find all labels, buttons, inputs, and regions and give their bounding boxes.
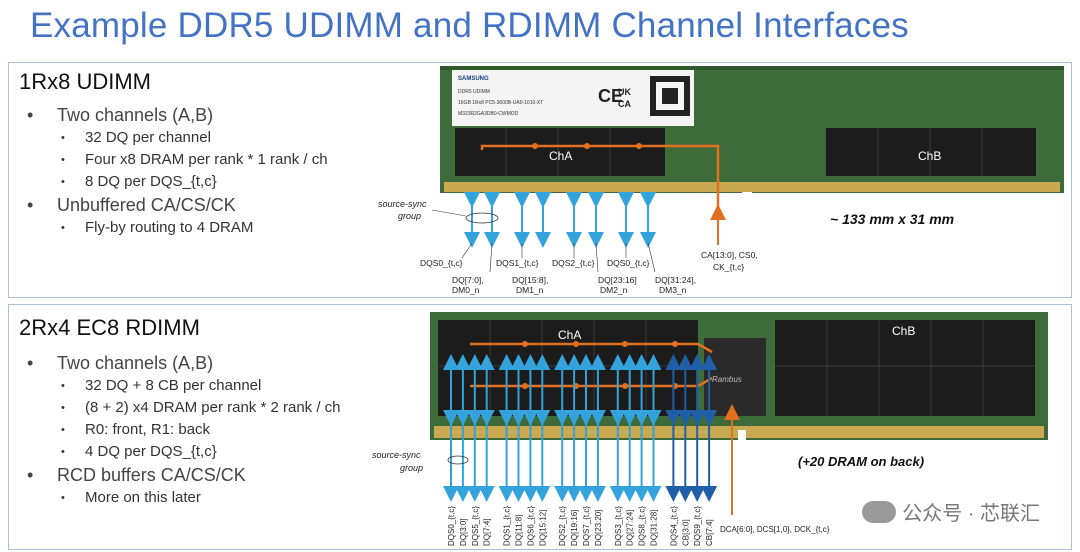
rdimm-cha-label: ChA (558, 328, 581, 342)
rcd-label: Rambus (712, 375, 742, 384)
sticker-line2: 16GB 1Rx8 PC5-3600B-UA0-1010-XT (458, 100, 543, 106)
rdimm-pin-label: DQS0_{t,c} (447, 506, 456, 546)
watermark-text: 公众号 · 芯联汇 (902, 503, 1040, 525)
page-title: Example DDR5 UDIMM and RDIMM Channel Int… (30, 6, 909, 45)
rdimm-sub-1-2: (8 + 2) x4 DRAM per rank * 2 rank / ch (27, 397, 341, 419)
udimm-signal-dq2: DQ[23:16] (598, 275, 637, 285)
rdimm-pin-label: DQS8_{t,c} (638, 506, 647, 546)
udimm-signal-labels: DQS0_{t,c} DQ[7:0], DM0_n DQS1_{t,c} DQ[… (420, 242, 758, 295)
rdimm-pin-label: DQS2_{t,c} (558, 506, 567, 546)
rdimm-pin-label: DQS4_{t,c} (669, 506, 678, 546)
udimm-chb-dram (826, 128, 1036, 176)
udimm-signal-dm3: DM3_n (659, 285, 687, 295)
rdimm-dca-label: DCA[6:0], DCS[1,0}, DCK_{t,c} (720, 525, 830, 534)
rdimm-sub-1-4: 4 DQ per DQS_{t,c} (27, 441, 341, 463)
svg-text:CA: CA (618, 99, 631, 109)
rdimm-sub-1-1: 32 DQ + 8 CB per channel (27, 375, 341, 397)
rdimm-pin-label: DQS9_{t,c} (693, 506, 702, 546)
sticker-line1: DDR5 UDIMM (458, 89, 490, 95)
udimm-source-sync-label-2: group (398, 211, 421, 221)
rdimm-pin-label: CB[7:4] (705, 519, 714, 546)
watermark: 公众号 · 芯联汇 (862, 497, 1040, 526)
rdimm-pin-label: DQ[19:16] (570, 510, 579, 546)
udimm-signal-dm0: DM0_n (452, 285, 480, 295)
rdimm-pin-label: DQ[3:0] (459, 518, 468, 546)
udimm-signal-dm1: DM1_n (516, 285, 544, 295)
udimm-signal-dqs0: DQS0_{t,c} (420, 258, 463, 268)
udimm-bullets: Two channels (A,B) 32 DQ per channel Fou… (27, 103, 328, 239)
udimm-signal-dm2: DM2_n (600, 285, 628, 295)
rdimm-pin-label: DQ[23:20] (594, 510, 603, 546)
udimm-cha-label: ChA (549, 149, 572, 163)
udimm-chb-label: ChB (918, 149, 941, 163)
udimm-module: SAMSUNG DDR5 UDIMM 16GB 1Rx8 PC5-3600B-U… (440, 66, 1064, 245)
rdimm-pin-label: DQS1_{t,c} (503, 506, 512, 546)
udimm-ca-route (480, 144, 720, 213)
rdimm-pin-label: DQ[27:24] (626, 510, 635, 546)
udimm-source-sync-label-1: source-sync (378, 199, 427, 209)
udimm-signal-dqs1: DQS1_{t,c} (496, 258, 539, 268)
udimm-source-sync-ellipse (465, 212, 499, 224)
udimm-sub-1-2: Four x8 DRAM per rank * 1 rank / ch (27, 149, 328, 171)
rdimm-pin-label: DQS5_{t,c} (471, 506, 480, 546)
udimm-signal-dq0: DQ[7:0], (452, 275, 484, 285)
udimm-signal-dqs2: DQS2_{t,c} (552, 258, 595, 268)
udimm-signal-dqs0b: DQS0_{t,c} (607, 258, 650, 268)
sticker-brand: SAMSUNG (458, 76, 489, 82)
wechat-logo-icon (862, 500, 897, 523)
rdimm-chb-dram (775, 320, 1035, 416)
rdimm-module: Rambus ChA ChB (430, 312, 1048, 515)
udimm-ca-label-1: CA[13:0], CS0, (701, 250, 758, 260)
rdimm-bullet-2: RCD buffers CA/CS/CK (27, 463, 341, 487)
svg-text:UK: UK (618, 87, 631, 97)
rdimm-pin-label: DQ[7:4] (483, 518, 492, 546)
udimm-ca-label-2: CK_{t,c} (713, 262, 744, 272)
udimm-signal-dq3: DQ[31:24], (655, 275, 696, 285)
rdimm-source-sync-label-2: group (400, 463, 423, 473)
rdimm-bullet-1: Two channels (A,B) (27, 351, 341, 375)
sticker-line3: M323R2GA3DB0-CWMOD (458, 111, 519, 117)
rdimm-pin-label: DQS6_{t,c} (526, 506, 535, 546)
rdimm-sub-2-1: More on this later (27, 487, 341, 509)
udimm-sub-1-3: 8 DQ per DQS_{t,c} (27, 171, 328, 193)
rdimm-chb-label: ChB (892, 324, 915, 338)
rdimm-back-note: (+20 DRAM on back) (798, 454, 924, 469)
rdimm-source-sync-label-1: source-sync (372, 450, 421, 460)
rdimm-pin-label: DQ[11:8] (515, 515, 524, 546)
udimm-heading: 1Rx8 UDIMM (19, 69, 152, 94)
ce-ukca-mark-icon: CE (598, 86, 623, 106)
udimm-sub-1-1: 32 DQ per channel (27, 127, 328, 149)
rdimm-dq-arrows (443, 354, 718, 502)
rdimm-source-sync-ellipse (447, 455, 469, 465)
rdimm-pin-label: DQS7_{t,c} (582, 506, 591, 546)
rdimm-bullets: Two channels (A,B) 32 DQ + 8 CB per chan… (27, 351, 341, 509)
udimm-dq-arrows (464, 192, 656, 248)
udimm-signal-dq1: DQ[15:8], (512, 275, 548, 285)
rdimm-sub-1-3: R0: front, R1: back (27, 419, 341, 441)
rdimm-pin-label: CB[3:0] (681, 519, 690, 546)
rdimm-pin-labels: DQS0_{t,c}DQ[3:0]DQS5_{t,c}DQ[7:4] DQS1_{… (447, 506, 714, 546)
udimm-cha-dram (455, 128, 665, 176)
rdimm-pin-label: DQ[31:28] (650, 510, 659, 546)
rcd-chip (704, 338, 766, 416)
udimm-size-note: ~ 133 mm x 31 mm (830, 211, 954, 227)
udimm-bullet-1: Two channels (A,B) (27, 103, 328, 127)
udimm-bullet-2: Unbuffered CA/CS/CK (27, 193, 328, 217)
rdimm-heading: 2Rx4 EC8 RDIMM (19, 315, 200, 340)
rdimm-pin-label: DQS3_{t,c} (614, 506, 623, 546)
rdimm-pin-label: DQ[15:12] (538, 510, 547, 546)
udimm-sub-2-1: Fly-by routing to 4 DRAM (27, 217, 328, 239)
